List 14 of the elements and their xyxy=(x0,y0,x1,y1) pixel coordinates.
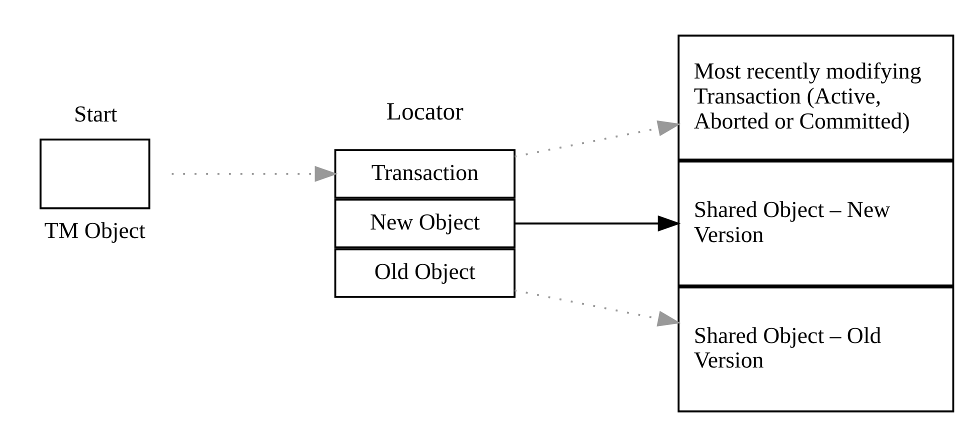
node-box: Old Object xyxy=(334,248,516,298)
node-box: Shared Object – New Version xyxy=(678,160,954,286)
node-label: TM Object xyxy=(44,217,146,242)
node-box: Transaction xyxy=(334,148,516,198)
arrow xyxy=(514,288,681,326)
node-box: New Object xyxy=(334,198,516,248)
node-label: Start xyxy=(74,101,118,126)
node-box: Most recently modifying Transaction (Active, Aborted or Committed) xyxy=(678,34,954,160)
label: Locator xyxy=(386,98,464,125)
arrow xyxy=(172,165,338,182)
arrow xyxy=(514,120,681,158)
arrow xyxy=(514,214,681,232)
node-box: Shared Object – Old Version xyxy=(678,286,954,412)
node-box xyxy=(40,138,150,209)
